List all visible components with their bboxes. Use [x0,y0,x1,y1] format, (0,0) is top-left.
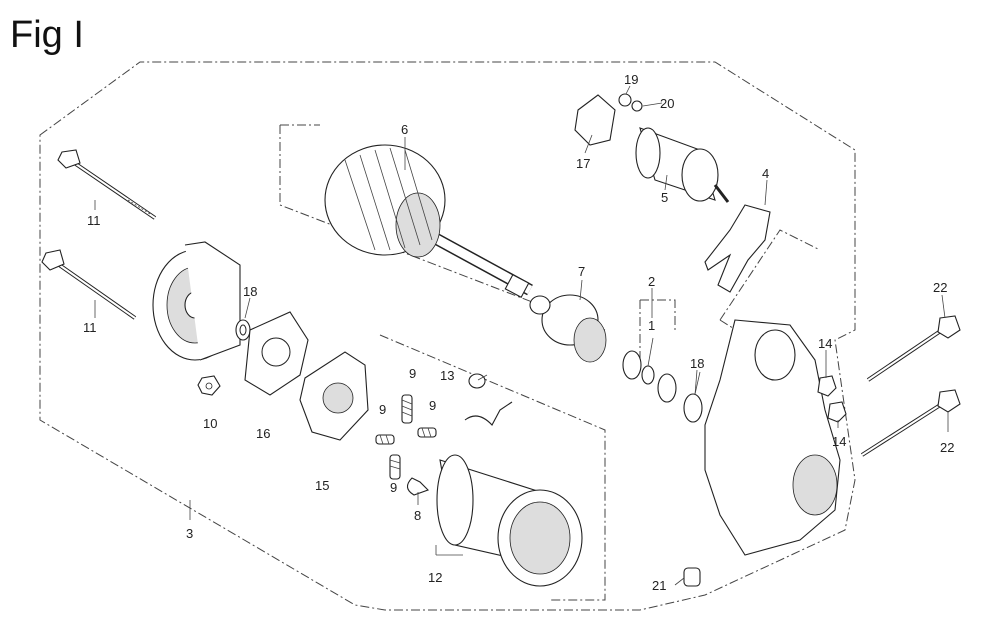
rear-cover [152,241,241,361]
callout-1: 1 [648,318,655,333]
callout-22b: 22 [940,440,954,455]
washer-2 [657,373,677,403]
shift-lever-4 [704,204,771,293]
callout-9c: 9 [429,398,436,413]
clip-8 [406,477,430,496]
armature-6 [324,144,533,299]
front-housing [704,319,841,556]
washer-group-outline [639,299,676,360]
spring-9d [389,454,401,480]
callout-6: 6 [401,122,408,137]
callout-14b: 14 [832,434,846,449]
callout-18a: 18 [243,284,257,299]
callout-7: 7 [578,264,585,279]
cap-21 [683,567,701,587]
washer-1b [641,365,655,385]
leader-lines [94,85,949,586]
callout-3: 3 [186,526,193,541]
callout-5: 5 [661,190,668,205]
solenoid-5 [635,127,730,203]
callout-20: 20 [660,96,674,111]
callout-10: 10 [203,416,217,431]
callout-18b: 18 [690,356,704,371]
nut-14-upper [817,375,837,397]
callout-9d: 9 [390,480,397,495]
callout-11b: 11 [83,320,97,335]
armature-group-outline [279,124,606,331]
callout-14a: 14 [818,336,832,351]
cover-17 [574,94,616,146]
through-bolt-lower [41,249,137,320]
callout-13: 13 [440,368,454,383]
callout-8: 8 [414,508,421,523]
pinion-gear-7 [529,294,607,363]
spring-9c [417,427,437,438]
callout-11a: 11 [87,213,101,228]
callout-9a: 9 [409,366,416,381]
callout-22a: 22 [933,280,947,295]
callout-4: 4 [762,166,769,181]
callout-9b: 9 [379,402,386,417]
through-bolt-upper [57,149,157,220]
bolt-22-upper [866,315,961,382]
yoke-group-outline [379,334,606,601]
spring-9b [375,434,395,445]
callout-2: 2 [648,274,655,289]
callout-21: 21 [652,578,666,593]
yoke-12 [436,401,583,587]
washer-18-right [683,393,703,423]
callout-19: 19 [624,72,638,87]
nut-14-lower [827,401,847,423]
callout-12: 12 [428,570,442,585]
washer-20 [631,100,643,112]
washer-1 [622,350,642,380]
assembly-outline [39,61,856,611]
callout-15: 15 [315,478,329,493]
figure-title: Fig I [10,14,84,56]
spring-9a [401,394,413,424]
callout-17: 17 [576,156,590,171]
bolt-22-lower [860,389,961,457]
nut-13 [468,373,486,389]
callout-16: 16 [256,426,270,441]
washer-19 [618,93,632,107]
